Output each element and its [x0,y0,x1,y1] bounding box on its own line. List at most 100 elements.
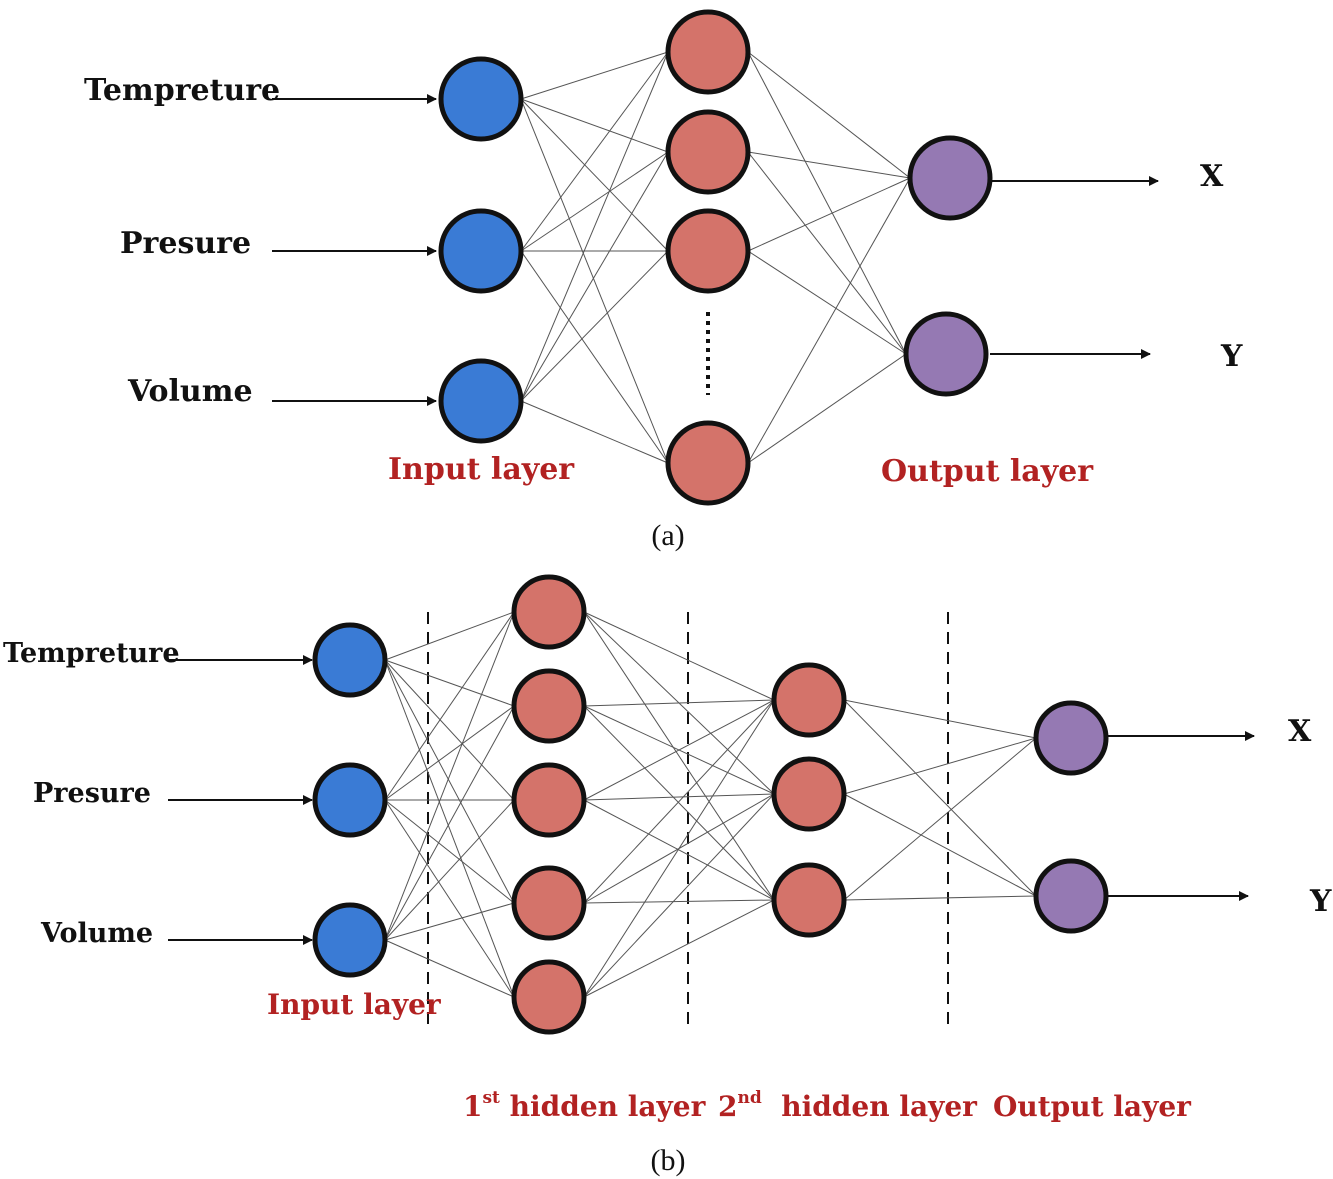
panel-a-input-node-0 [438,56,524,142]
panel-b-output-label-y: Y [1309,884,1332,919]
panel-a-output-layer-label: Output layer [881,454,1094,489]
panel-b-hidden1-hidden2-edge-3-0 [583,699,775,904]
panel-b-input-label-pressure: Presure [33,778,151,809]
panel-b-output-layer-label: Output layer [993,1090,1192,1123]
panel-a-input-hidden-edge-2-2 [520,250,669,402]
panel-b-hidden1-hidden2-edge-1-2 [583,705,775,901]
panel-b-input-hidden1-edge-2-2 [384,799,515,941]
panel-a-arrows [272,94,1159,406]
panel-a-input-node-1 [438,208,524,294]
panel-a-hidden-output-edge-0-1 [747,51,907,355]
panel-b-input-node-1 [312,762,388,838]
panel-a-input-hidden-edge-0-2 [520,98,669,252]
panel-b-caption: (b) [651,1144,686,1177]
panel-a-input-label-pressure: Presure [120,226,251,261]
panel-a-hidden-node-3 [665,420,751,506]
panel-a-input-hidden-edge-1-1 [520,151,669,252]
panel-b-hidden1-node-0 [511,574,587,650]
panel-a-edges [520,51,911,464]
panel-b-hidden1-hidden2-edge-4-0 [583,699,775,998]
panel-b-hidden1-node-3 [511,865,587,941]
panel-a-hidden-node-1 [665,109,751,195]
panel-b-input-hidden1-edge-2-0 [384,611,515,941]
panel-b-hidden1-hidden2-edge-3-2 [583,899,775,904]
panel-b-input-hidden1-edge-0-3 [384,659,515,904]
panel-a-hidden-output-edge-3-1 [747,353,907,464]
panel-b-hidden2-sup: nd [737,1088,761,1108]
panel-a: Tempreture Presure Volume X Y Input laye… [84,9,1243,552]
panel-a-input-layer-label: Input layer [388,452,575,487]
panel-b-hidden2-output-edge-2-0 [843,737,1037,901]
panel-a-input-label-volume: Volume [127,374,253,409]
panel-a-hidden-output-edge-2-0 [747,177,911,252]
panel-b-input-label-volume: Volume [40,918,153,949]
panel-a-hidden-output-edge-0-0 [747,51,911,179]
panel-b-hidden1-node-1 [511,668,587,744]
panel-b-input-node-0 [312,622,388,698]
panel-b-hidden1-node-2 [511,762,587,838]
panel-b-hidden1-num: 1 [463,1090,482,1123]
panel-a-input-hidden-edge-1-0 [520,51,669,252]
panel-b-input-hidden1-edge-1-4 [384,799,515,998]
panel-b-hidden2-output-edge-2-1 [843,895,1037,901]
panel-a-output-node-1 [903,311,989,397]
panel-a-input-hidden-edge-2-0 [520,51,669,402]
panel-b-input-hidden1-edge-2-4 [384,939,515,998]
panel-b-hidden1-label: 1st hidden layer [463,1088,707,1123]
panel-a-input-hidden-edge-2-1 [520,151,669,402]
panel-b-output-label-x: X [1288,714,1312,749]
panel-b: Tempreture Presure Volume X Y Input laye… [3,574,1332,1177]
panel-b-input-hidden1-edge-0-2 [384,659,515,801]
panel-b-hidden1-hidden2-edge-1-0 [583,699,775,707]
panel-b-output-node-0 [1033,700,1109,776]
panel-b-hidden2-output-edge-0-1 [843,699,1037,897]
panel-a-input-node-2 [438,358,524,444]
panel-b-hidden1-hidden2-edge-0-0 [583,611,775,701]
panel-b-hidden2-node-2 [771,862,847,938]
panel-b-input-node-2 [312,902,388,978]
panel-a-hidden-output-edge-2-1 [747,250,907,355]
panel-a-nodes [438,9,993,506]
panel-b-input-hidden1-edge-0-4 [384,659,515,998]
panel-a-input-label-temperature: Tempreture [84,73,280,108]
panel-a-input-hidden-edge-0-1 [520,98,669,153]
panel-b-edges [384,611,1037,998]
panel-b-hidden1-hidden2-edge-4-2 [583,899,775,998]
panel-b-hidden2-label: 2nd hidden layer [718,1088,978,1123]
panel-b-hidden2-node-1 [771,756,847,832]
panel-b-hidden1-hidden2-edge-2-0 [583,699,775,801]
panel-b-input-hidden1-edge-0-1 [384,659,515,707]
panel-b-hidden1-text: hidden layer [500,1090,707,1123]
panel-b-hidden2-num: 2 [718,1090,737,1123]
panel-a-hidden-output-edge-1-0 [747,151,911,179]
panel-b-hidden2-node-0 [771,662,847,738]
panel-b-hidden1-hidden2-edge-0-2 [583,611,775,901]
panel-b-hidden2-output-edge-0-0 [843,699,1037,739]
panel-b-hidden1-hidden2-edge-4-1 [583,793,775,998]
panel-a-caption: (a) [651,519,684,552]
panel-a-input-hidden-edge-1-3 [520,250,669,464]
panel-b-nodes [312,574,1109,1035]
panel-a-input-hidden-edge-2-3 [520,400,669,464]
panel-b-hidden1-hidden2-edge-2-2 [583,799,775,901]
panel-b-hidden1-sup: st [482,1088,500,1108]
panel-b-hidden2-text: hidden layer [762,1090,978,1123]
panel-b-input-hidden1-edge-2-1 [384,705,515,941]
panel-a-output-node-0 [907,135,993,221]
panel-b-input-hidden1-edge-2-3 [384,902,515,941]
panel-b-hidden1-node-4 [511,959,587,1035]
panel-b-input-hidden1-edge-1-3 [384,799,515,904]
panel-b-input-layer-label: Input layer [267,988,442,1021]
panel-b-input-hidden1-edge-1-0 [384,611,515,801]
panel-b-input-label-temperature: Tempreture [3,638,180,669]
panel-b-input-hidden1-edge-0-0 [384,611,515,661]
panel-b-input-hidden1-edge-1-1 [384,705,515,801]
panel-a-input-hidden-edge-0-3 [520,98,669,464]
panel-a-hidden-node-2 [665,208,751,294]
panel-a-hidden-output-edge-3-0 [747,177,911,464]
panel-a-hidden-node-0 [665,9,751,95]
panel-b-output-node-1 [1033,858,1109,934]
panel-b-hidden2-output-edge-1-1 [843,793,1037,897]
panel-b-hidden2-output-edge-1-0 [843,737,1037,795]
